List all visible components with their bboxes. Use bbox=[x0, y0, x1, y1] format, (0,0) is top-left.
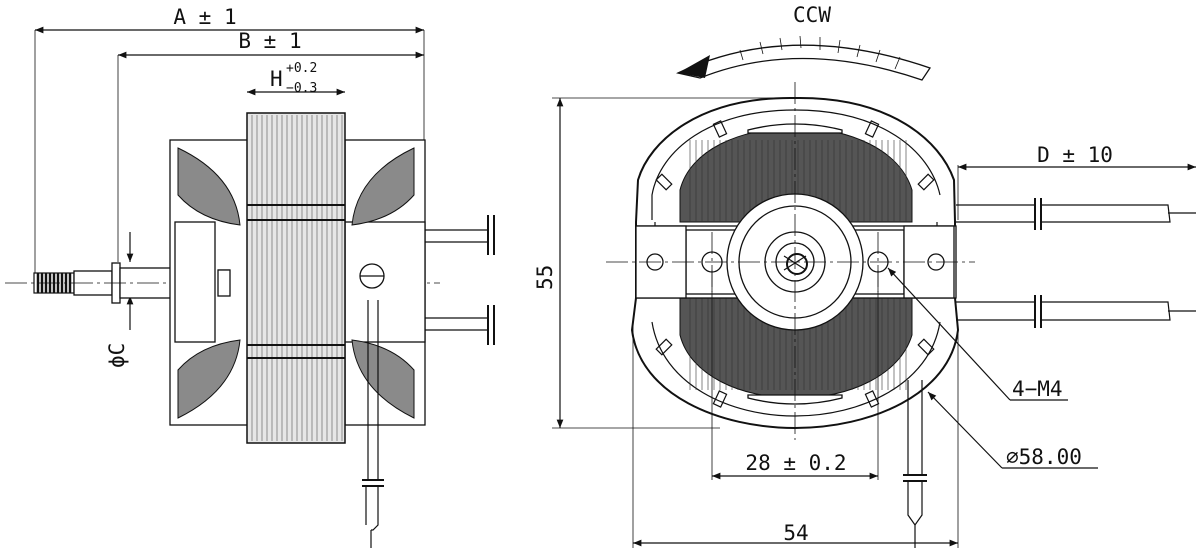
dimension-b-label: B ± 1 bbox=[238, 29, 301, 53]
holes-label: 4−M4 bbox=[1012, 377, 1063, 401]
lamination-stack bbox=[246, 112, 346, 444]
front-lead-wires bbox=[903, 198, 1196, 548]
diameter-callout: ⌀58.00 bbox=[927, 391, 1098, 469]
ccw-arrow-icon: CCW bbox=[676, 3, 932, 81]
dimension-c: ϕC bbox=[105, 232, 134, 368]
front-view: CCW 55 bbox=[533, 3, 1197, 548]
dimension-c-label: ϕC bbox=[105, 343, 129, 368]
dimension-width: 54 bbox=[632, 325, 959, 548]
dimension-d: D ± 10 bbox=[957, 143, 1197, 220]
side-lead-wires bbox=[362, 215, 495, 548]
dimension-d-label: D ± 10 bbox=[1037, 143, 1113, 167]
dimension-h-label: H bbox=[270, 67, 283, 91]
side-view: A ± 1 B ± 1 H +0.2 −0.3 ϕC bbox=[5, 5, 495, 548]
dimension-h-lower-tolerance: −0.3 bbox=[286, 81, 317, 96]
spacing-label: 28 ± 0.2 bbox=[745, 451, 846, 475]
dimension-a-label: A ± 1 bbox=[173, 5, 236, 29]
dimension-spacing: 28 ± 0.2 bbox=[711, 270, 879, 480]
dimension-h-upper-tolerance: +0.2 bbox=[286, 61, 317, 76]
side-screw bbox=[359, 263, 385, 289]
dimension-b: B ± 1 bbox=[117, 29, 424, 262]
side-coils bbox=[177, 147, 415, 419]
dimension-h: H +0.2 −0.3 bbox=[247, 61, 345, 96]
rotation-label: CCW bbox=[793, 3, 831, 27]
threaded-shaft bbox=[5, 262, 440, 304]
holes-callout: 4−M4 bbox=[887, 267, 1068, 401]
height-label: 55 bbox=[533, 265, 557, 290]
dimension-height: 55 bbox=[533, 97, 790, 429]
dimension-a: A ± 1 bbox=[34, 5, 425, 275]
diameter-label: ⌀58.00 bbox=[1006, 445, 1082, 469]
width-label: 54 bbox=[783, 521, 808, 545]
